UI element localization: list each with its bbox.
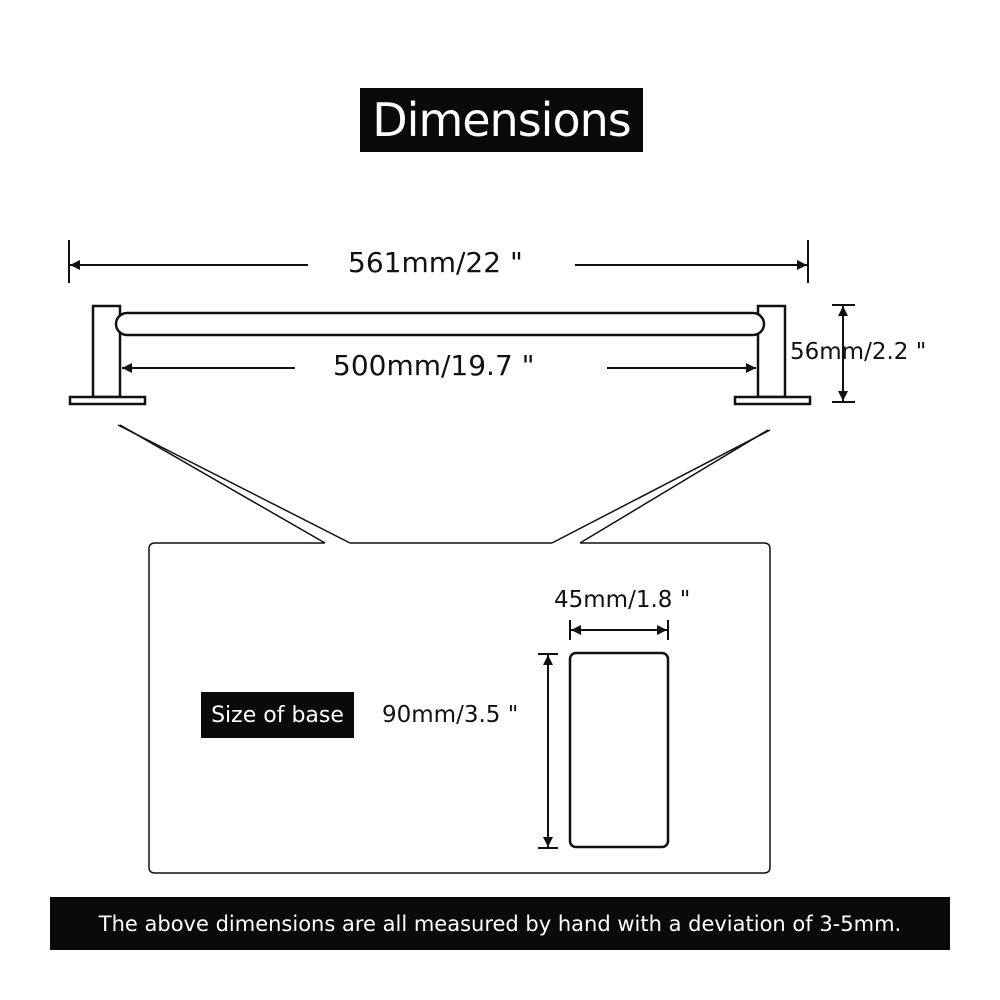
overall-length-dimension: [68, 240, 809, 283]
size-of-base-tag: Size of base: [201, 692, 354, 738]
detail-panel: [148, 542, 771, 874]
base-height-dimension: [538, 653, 558, 849]
towel-bar: [114, 311, 766, 337]
base-height-label: 90mm/3.5 ": [382, 702, 519, 728]
height-label: 56mm/2.2 ": [790, 339, 927, 365]
base-plate: [568, 651, 670, 849]
height-dimension: [832, 304, 855, 403]
bar-length-label: 500mm/19.7 ": [333, 349, 535, 382]
base-width-label: 45mm/1.8 ": [554, 587, 691, 613]
base-width-dimension: [569, 620, 669, 640]
overall-length-label: 561mm/22 ": [348, 246, 523, 279]
page-title: Dimensions: [360, 88, 643, 152]
zoom-callout: [117, 424, 771, 544]
measurement-note: The above dimensions are all measured by…: [50, 897, 950, 950]
